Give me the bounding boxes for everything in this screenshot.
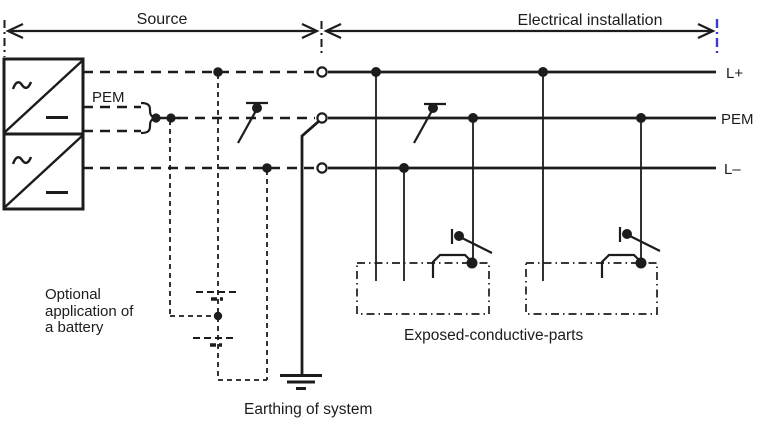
terminal-l-minus bbox=[316, 162, 328, 174]
pem-source-label: PEM bbox=[92, 89, 125, 106]
terminal-l-plus bbox=[316, 66, 328, 78]
earth-symbol-icon bbox=[280, 374, 322, 390]
switch-blade bbox=[237, 106, 259, 144]
junction-pem-b bbox=[166, 113, 176, 123]
boundary-terminals bbox=[316, 66, 328, 174]
terminal-pem bbox=[316, 112, 328, 124]
converter-diagonal bbox=[4, 135, 83, 208]
l-plus-label: L+ bbox=[726, 65, 743, 82]
junction-dots bbox=[151, 67, 646, 321]
installation-region-label: Electrical installation bbox=[518, 12, 663, 29]
l-minus-label: L– bbox=[724, 161, 741, 178]
junction-l-plus-drop2 bbox=[538, 67, 548, 77]
arrowhead-left-icon bbox=[5, 23, 24, 39]
exposed-parts-label: Exposed-conductive-parts bbox=[404, 327, 583, 344]
switch-blade bbox=[459, 236, 493, 254]
installation-drop-lines bbox=[375, 73, 642, 281]
earthing-conductor bbox=[300, 120, 320, 375]
source-switch-dot bbox=[252, 103, 262, 113]
source-span-arrow bbox=[5, 23, 320, 39]
exposed-part-boxes bbox=[356, 262, 658, 315]
arrowhead-right-icon bbox=[301, 23, 320, 39]
installation-switch-dot bbox=[428, 103, 438, 113]
switch-blade bbox=[627, 234, 661, 252]
bonding-terminal-dot bbox=[635, 257, 647, 269]
exposed-part-box-1 bbox=[356, 262, 490, 315]
battery-note-line2: application of bbox=[45, 303, 134, 320]
junction-pem-drop1 bbox=[468, 113, 478, 123]
junction-l-plus-battery bbox=[213, 67, 223, 77]
bonding-connection-1 bbox=[431, 229, 493, 278]
source-dashed-conductors bbox=[83, 70, 315, 170]
junction-pem-a bbox=[151, 113, 161, 123]
battery-note-line1: Optional bbox=[45, 286, 101, 303]
installation-span-arrow bbox=[323, 23, 716, 39]
exposed-part-box-2 bbox=[525, 262, 658, 315]
junction-l-minus-drop1 bbox=[399, 163, 409, 173]
arrowhead-left-icon bbox=[323, 23, 342, 39]
converter-box-2 bbox=[2, 132, 85, 211]
switch-dot bbox=[454, 231, 464, 241]
junction-l-plus-drop1 bbox=[371, 67, 381, 77]
battery-midpoint-tap-dot bbox=[213, 311, 223, 321]
installation-conductors bbox=[328, 70, 716, 170]
pem-label: PEM bbox=[721, 111, 754, 128]
battery-note-line3: a battery bbox=[45, 319, 104, 336]
ac-symbol-icon bbox=[11, 156, 33, 165]
bonding-link bbox=[600, 253, 642, 278]
switch-blade bbox=[413, 106, 435, 144]
ac-symbol-icon bbox=[11, 81, 33, 90]
earthing-label: Earthing of system bbox=[244, 401, 372, 418]
converter-diagonal bbox=[4, 60, 83, 133]
junction-pem-drop2 bbox=[636, 113, 646, 123]
bonding-terminal-dot bbox=[466, 257, 478, 269]
arrowhead-right-icon bbox=[697, 23, 716, 39]
junction-l-minus-battery bbox=[262, 163, 272, 173]
converter-box-1 bbox=[2, 57, 85, 136]
battery-branch bbox=[169, 74, 268, 381]
bonding-connection-2 bbox=[600, 227, 661, 278]
switch-dot bbox=[622, 229, 632, 239]
source-region-label: Source bbox=[137, 11, 188, 28]
bonding-link bbox=[431, 253, 473, 278]
battery-cells bbox=[193, 291, 240, 347]
battery-note: Optional application of a battery bbox=[45, 286, 134, 336]
